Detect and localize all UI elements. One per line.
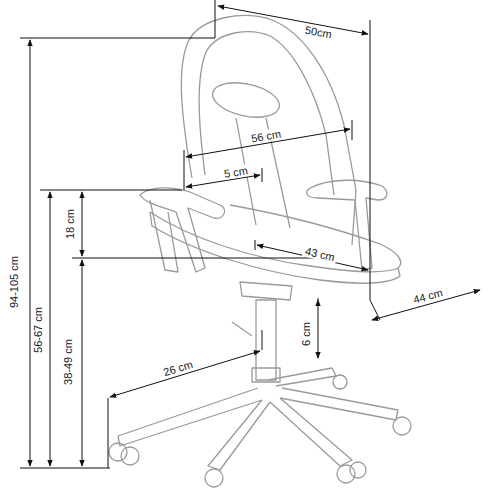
dimension-label: 94-105 cm — [8, 254, 20, 310]
dimension-label: 44 cm — [410, 286, 446, 306]
dimension-label: 26 cm — [160, 357, 196, 378]
dimension-label: 18 cm — [64, 207, 76, 241]
dimension-label: 5 cm — [221, 164, 250, 180]
dimension-label: 6 cm — [300, 320, 312, 348]
dimension-label: 38-49 cm — [62, 337, 74, 387]
dimension-label: 50cm — [302, 23, 335, 40]
dimension-label: 43 cm — [302, 244, 338, 263]
dimension-label: 56 cm — [248, 127, 284, 145]
dimension-label: 56-67 cm — [32, 305, 44, 355]
dimension-lines — [20, 0, 480, 468]
chair-outline — [109, 15, 411, 487]
